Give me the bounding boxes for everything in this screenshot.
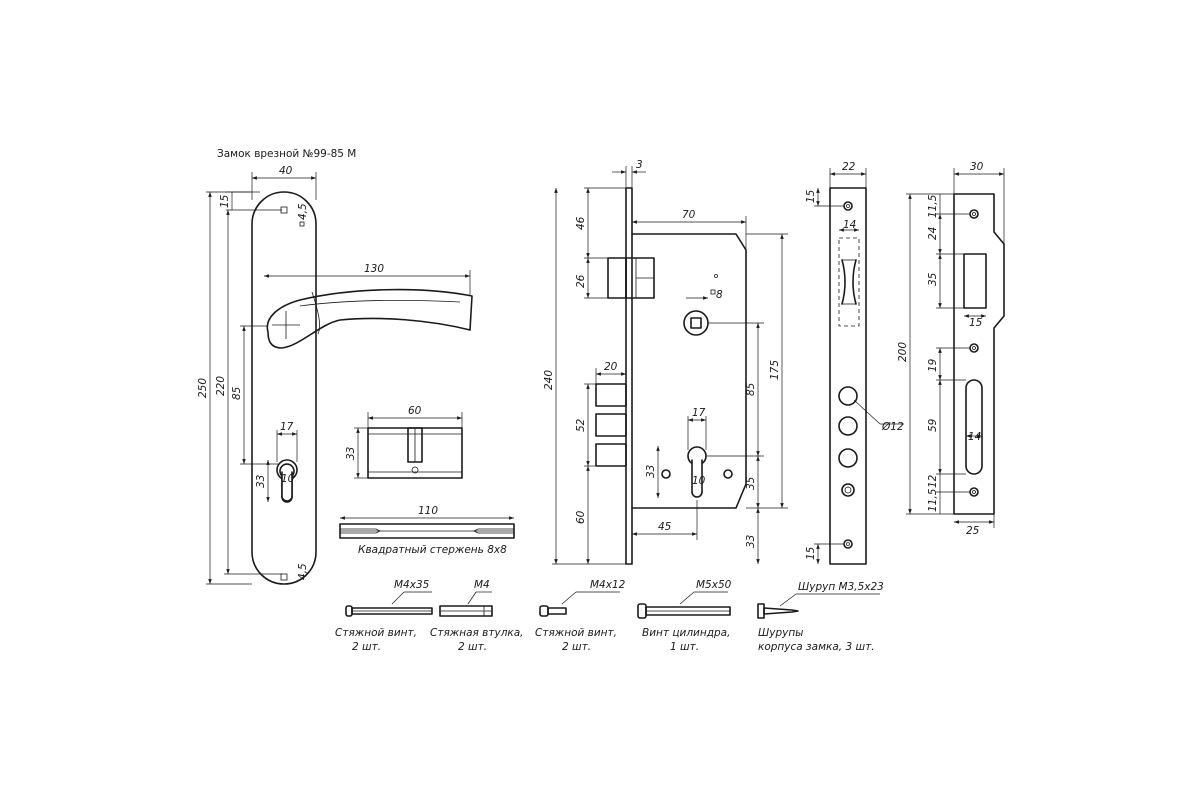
dim-strike-total: 200: [897, 342, 909, 362]
fastener-2-size: М4: [474, 579, 490, 591]
dim-lock-spindle: 8: [716, 289, 723, 301]
fastener-wood-screw-m35x23: Шуруп М3,5х23 Шурупы корпуса замка, 3 шт…: [757, 581, 884, 653]
dim-lock-top: 46: [575, 216, 587, 230]
dim-strike-top-a: 11,5: [927, 194, 939, 218]
dim-lock-cyl-height: 33: [645, 465, 657, 478]
dim-face-top: 15: [805, 189, 817, 203]
dim-strike-bottom-a: 11,5: [927, 488, 939, 512]
dim-strike-top-b: 24: [927, 227, 939, 240]
faceplate: [829, 187, 867, 565]
dim-lock-backset: 45: [658, 521, 672, 533]
dim-face-latch: 14: [843, 219, 856, 231]
dim-lock-total: 240: [543, 370, 555, 390]
dim-rod-length: 110: [418, 505, 438, 517]
square-rod: 110 Квадратный стержень 8х8: [339, 505, 515, 556]
dim-strike-window-w: 15: [969, 317, 983, 329]
dim-lock-thickness: 3: [636, 159, 643, 171]
fastener-1-qty: 2 шт.: [352, 641, 381, 653]
dim-lock-bolt: 20: [604, 361, 618, 373]
dim-handle-top: 15: [219, 194, 231, 208]
dim-face-bottom: 15: [805, 546, 817, 560]
dim-handle-cyl-round: 10: [281, 473, 295, 485]
faceplate-dimensions: 22 15 14 Ø12 15: [805, 161, 904, 564]
dim-handle-hole-bottom: 4,5: [297, 563, 309, 580]
dim-strike-slot-w: 14: [968, 431, 981, 443]
fastener-5-qty: корпуса замка, 3 шт.: [758, 641, 875, 653]
dim-lock-bolt-zone: 52: [575, 418, 587, 432]
rod-label: Квадратный стержень 8х8: [358, 544, 507, 556]
dim-handle-width: 40: [279, 165, 293, 177]
dim-handle-center: 85: [231, 386, 243, 400]
fastener-screw-m4x35: М4х35 Стяжной винт, 2 шт.: [335, 579, 433, 653]
dim-handle-hole-top: 4,5: [297, 203, 309, 220]
cylinder: 60 33: [345, 405, 463, 479]
fastener-screw-m4x12: М4х12 Стяжной винт, 2 шт.: [535, 579, 626, 653]
dim-lock-33: 33: [745, 535, 757, 548]
dim-lock-35: 35: [745, 476, 757, 490]
dim-handle-cyl-width: 17: [280, 421, 294, 433]
dim-strike-window-h: 35: [927, 272, 939, 286]
lock-body: [595, 187, 747, 565]
dim-lock-width: 70: [682, 209, 696, 221]
dim-cyl-width: 60: [408, 405, 422, 417]
dim-lock-latch: 26: [575, 274, 587, 288]
dim-face-bolt: Ø12: [881, 421, 904, 433]
handle-dimensions: 40 15 4,5 130 250 220 85 17 33 10 4,5: [197, 165, 471, 585]
fastener-cylinder-screw-m5x50: М5х50 Винт цилиндра, 1 шт.: [637, 579, 732, 653]
dim-strike-bottom-width: 25: [966, 525, 980, 537]
dim-strike-gap: 19: [927, 358, 939, 372]
dim-lock-cyl-width: 17: [692, 407, 706, 419]
strike-plate-dimensions: 30 200 11,5 24 35 15 19 59 14 12 11,5 25: [897, 161, 1005, 537]
dim-lock-175: 175: [769, 360, 781, 380]
fastener-3-name: Стяжной винт,: [535, 627, 617, 639]
fastener-4-qty: 1 шт.: [670, 641, 699, 653]
dim-handle-total: 250: [197, 378, 209, 398]
dim-cyl-height: 33: [345, 447, 357, 460]
dim-handle-inner: 220: [215, 376, 227, 396]
handle-plate: [251, 191, 473, 585]
fastener-1-size: М4х35: [394, 579, 430, 591]
fastener-5-size: Шуруп М3,5х23: [798, 581, 884, 593]
dim-strike-bottom-b: 12: [927, 474, 939, 488]
lock-body-dimensions: 3 46 26 70 8 240 20 175 52 85 17 33 10: [543, 159, 788, 565]
dim-strike-width: 30: [970, 161, 984, 173]
fastener-5-name: Шурупы: [758, 627, 803, 639]
dim-handle-length: 130: [364, 263, 384, 275]
strike-plate: [953, 193, 1005, 515]
fastener-2-qty: 2 шт.: [458, 641, 487, 653]
fastener-1-name: Стяжной винт,: [335, 627, 417, 639]
fastener-4-name: Винт цилиндра,: [642, 627, 730, 639]
drawing-title: Замок врезной №99-85 М: [217, 148, 356, 160]
dim-strike-slot-h: 59: [927, 418, 939, 432]
fastener-3-qty: 2 шт.: [562, 641, 591, 653]
dim-handle-cyl-height: 33: [255, 475, 267, 488]
dim-lock-center: 85: [745, 382, 757, 396]
fastener-4-size: М5х50: [696, 579, 732, 591]
dim-face-width: 22: [842, 161, 856, 173]
fastener-sleeve-m4: М4 Стяжная втулка, 2 шт.: [430, 579, 524, 653]
fastener-3-size: М4х12: [590, 579, 626, 591]
fastener-2-name: Стяжная втулка,: [430, 627, 524, 639]
dim-lock-60: 60: [575, 510, 587, 524]
dim-lock-cyl-round: 10: [692, 475, 706, 487]
